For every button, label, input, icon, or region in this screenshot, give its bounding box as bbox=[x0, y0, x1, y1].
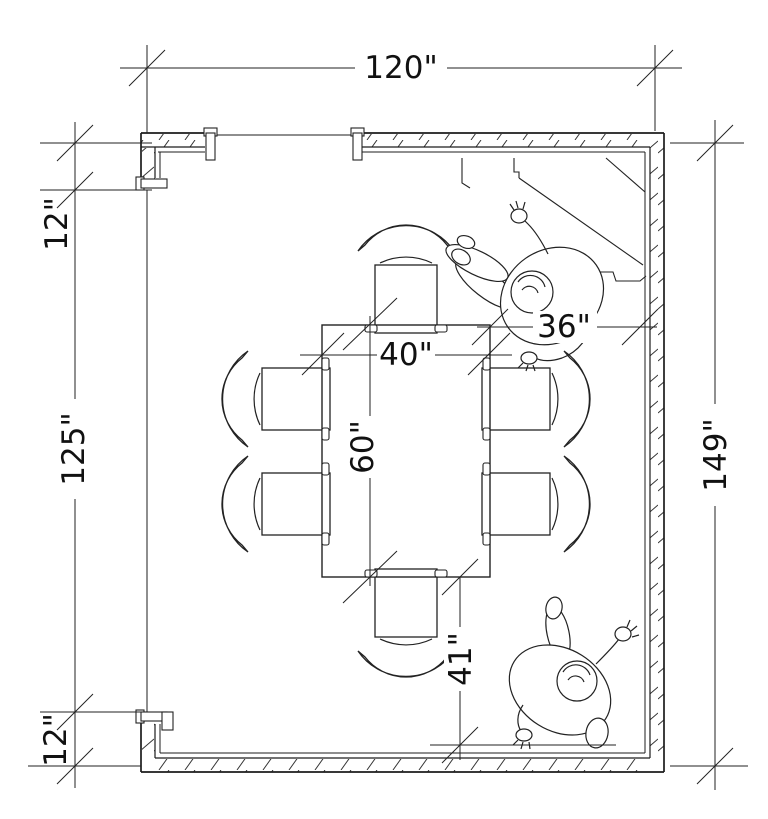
door-jambs bbox=[135, 127, 365, 731]
chair-head-bottom bbox=[357, 568, 455, 678]
person-bottom-right bbox=[508, 596, 640, 750]
chair-right-upper bbox=[481, 350, 591, 448]
dimension-label-stub-bottom: 12" bbox=[38, 713, 74, 767]
top-wall bbox=[141, 132, 664, 153]
dimension-label-table-width: 40" bbox=[379, 337, 433, 373]
right-wall bbox=[644, 133, 665, 772]
dimension-label-stub-top: 12" bbox=[39, 197, 75, 251]
dimension-label-corner-clearance: 36" bbox=[537, 309, 591, 345]
dimension-text-backing bbox=[57, 51, 733, 691]
chair-left-lower bbox=[221, 455, 331, 553]
person-head bbox=[556, 660, 598, 702]
dimension-label-table-length: 60" bbox=[345, 420, 381, 474]
dimension-label-bottom-clearance: 41" bbox=[443, 632, 479, 686]
room-walls bbox=[135, 127, 665, 773]
door-jamb bbox=[161, 711, 174, 731]
chair-left-upper bbox=[221, 350, 331, 448]
chair-right-lower bbox=[481, 455, 591, 553]
door-jamb bbox=[352, 132, 363, 161]
left-wall bbox=[140, 133, 161, 772]
dimension-label-left-opening: 125" bbox=[56, 412, 92, 485]
person-head bbox=[510, 270, 554, 314]
dimension-label-room-height: 149" bbox=[698, 418, 734, 491]
corner-cabinet bbox=[461, 157, 647, 282]
door-jamb bbox=[205, 132, 216, 161]
door-jamb bbox=[140, 178, 168, 189]
bottom-wall bbox=[141, 752, 664, 773]
dimension-label-room-width: 120" bbox=[364, 50, 437, 86]
wall-hatch bbox=[141, 134, 664, 772]
chair-head-top bbox=[357, 224, 455, 334]
